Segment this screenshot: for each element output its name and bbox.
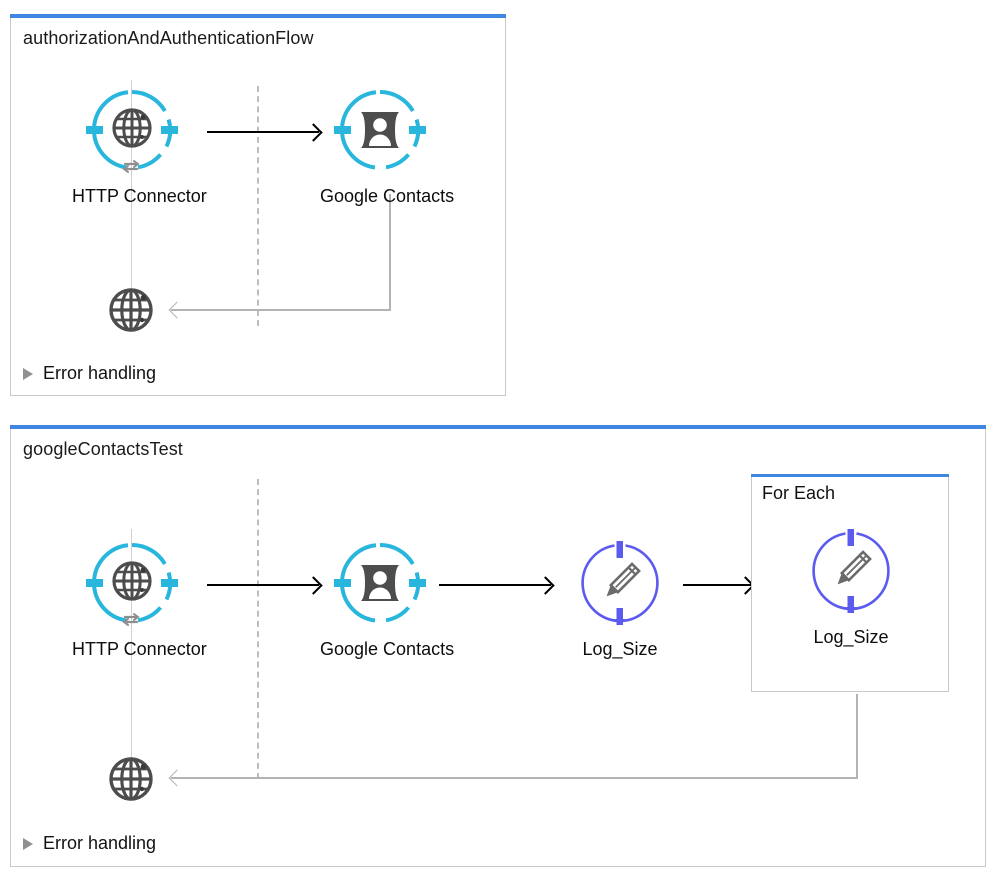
node-http-connector[interactable]: HTTP Connector	[72, 531, 207, 660]
triangle-right-icon[interactable]	[23, 367, 33, 380]
scope-accent-bar	[751, 474, 949, 477]
source-process-divider	[257, 86, 259, 326]
contact-card-icon	[328, 78, 432, 182]
globe-icon	[80, 78, 184, 182]
flow-arrow-1	[207, 584, 319, 586]
error-handling-label: Error handling	[43, 833, 157, 853]
return-line-horizontal	[171, 309, 391, 311]
node-label: Log_Size	[813, 627, 889, 647]
node-label: HTTP Connector	[72, 186, 207, 206]
return-arrow-head	[168, 301, 186, 319]
node-log-size[interactable]: Log_Size	[560, 531, 680, 660]
flow-arrow-3	[683, 584, 751, 586]
scope-for-each[interactable]: For Each	[751, 474, 949, 692]
return-line-horizontal	[171, 777, 858, 779]
flow-arrow-1	[207, 131, 319, 133]
error-handling-label: Error handling	[43, 363, 157, 383]
node-http-response[interactable]	[102, 751, 160, 807]
flow-panel-authorization[interactable]: authorizationAndAuthenticationFlow	[10, 14, 506, 396]
node-label: Log_Size	[582, 639, 658, 659]
globe-icon	[103, 751, 159, 807]
pencil-icon	[568, 531, 672, 635]
node-log-size-inner[interactable]: Log_Size	[791, 519, 911, 648]
flow-accent-bar	[10, 425, 986, 429]
return-line-vertical	[389, 194, 391, 310]
globe-icon	[103, 282, 159, 338]
node-http-connector[interactable]: HTTP Connector	[72, 78, 207, 207]
flow-title: googleContactsTest	[23, 439, 183, 459]
source-response-spine	[131, 529, 132, 769]
return-arrow-head	[168, 769, 186, 787]
node-google-contacts[interactable]: Google Contacts	[320, 78, 455, 207]
return-line-vertical	[856, 694, 858, 778]
flow-arrow-2	[439, 584, 551, 586]
error-handling-row[interactable]: Error handling	[23, 833, 156, 854]
contact-card-icon	[328, 531, 432, 635]
node-label: Google Contacts	[320, 186, 455, 206]
node-label: Google Contacts	[320, 639, 455, 659]
globe-icon	[80, 531, 184, 635]
scope-title: For Each	[762, 483, 836, 503]
pencil-icon	[799, 519, 903, 623]
flow-title: authorizationAndAuthenticationFlow	[23, 28, 314, 48]
source-response-spine	[131, 80, 132, 310]
triangle-right-icon[interactable]	[23, 837, 33, 850]
node-google-contacts[interactable]: Google Contacts	[320, 531, 455, 660]
node-http-response[interactable]	[102, 282, 160, 338]
flow-accent-bar	[10, 14, 506, 18]
flow-panel-google-contacts-test[interactable]: googleContactsTest	[10, 425, 986, 867]
error-handling-row[interactable]: Error handling	[23, 363, 156, 384]
source-process-divider	[257, 479, 259, 779]
node-label: HTTP Connector	[72, 639, 207, 659]
